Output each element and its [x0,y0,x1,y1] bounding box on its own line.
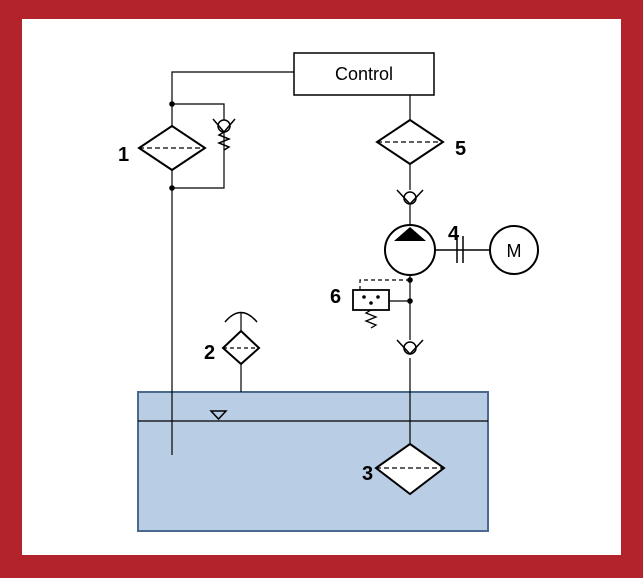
component-label-5: 5 [455,138,466,160]
suction-strainer-3 [374,442,446,496]
fluid-level-symbol [209,410,228,421]
component-label-3: 3 [362,463,373,485]
bypass-check-valve [212,118,236,151]
check-valve-lower [396,339,424,356]
relief-valve-6 [352,279,410,329]
check-valve-upper [396,189,424,206]
component-label-4: 4 [448,223,460,245]
control-box: Control [293,52,435,96]
return-filter-1 [137,124,207,172]
component-label-2: 2 [204,342,215,364]
junction-dot [407,277,413,283]
electric-motor: M [489,225,539,275]
return-line [171,71,294,455]
control-label: Control [335,64,393,84]
pressure-filter-5 [375,118,445,166]
junction-dot [169,101,175,107]
junction-dot [169,185,175,191]
component-label-6: 6 [330,286,341,308]
junction-dot [407,298,413,304]
motor-label: M [507,241,522,261]
breather-filter-2 [221,311,261,392]
pump-motor-coupling [435,236,490,263]
component-label-1: 1 [118,144,129,166]
hydraulic-pump-4 [384,224,436,276]
